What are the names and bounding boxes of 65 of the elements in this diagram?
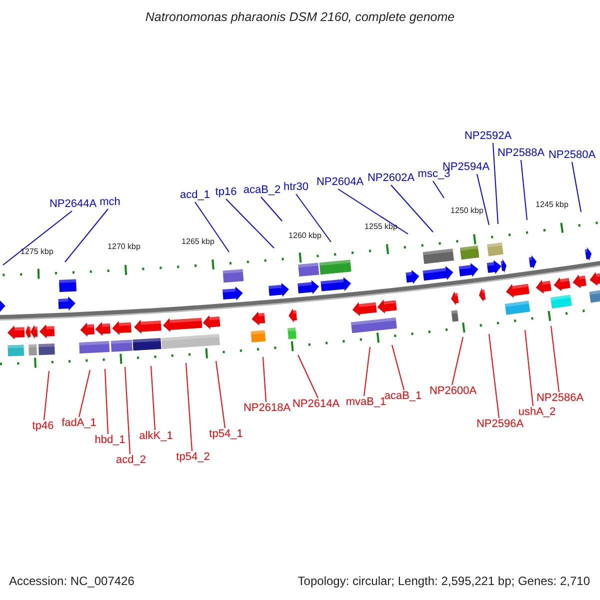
gene-label: tp54_2 — [176, 451, 210, 464]
leader-line — [572, 162, 582, 212]
gene-label: tp46 — [32, 420, 54, 433]
scale-label: 1255 kbp — [364, 222, 398, 231]
gene-label: NP2600A — [429, 385, 477, 398]
gene-label: hbd_1 — [94, 434, 126, 447]
scale-label: 1265 kbp — [182, 237, 214, 246]
gene-label: mvaB_1 — [346, 396, 386, 409]
gene-label: NP2580A — [548, 149, 596, 162]
leader-line — [432, 180, 444, 198]
leader-line — [194, 202, 230, 252]
gene-label: tp16 — [215, 186, 237, 199]
scale-label: 1270 kbp — [108, 242, 140, 251]
leader-line — [78, 370, 90, 418]
leader-line — [64, 208, 108, 262]
genome-info-text: Topology: circular; Length: 2,595,221 bp; Genes: 2,710 — [298, 574, 590, 588]
leader-line — [488, 334, 500, 418]
leader-line — [390, 184, 434, 232]
gene-label: NP2604A — [316, 176, 364, 189]
gene-label: mch — [100, 196, 120, 209]
scale-label: 1275 kbp — [20, 247, 54, 256]
gene-label: tp54_1 — [209, 428, 243, 441]
gene-label: msc_3 — [418, 168, 450, 181]
gene-label: NP2618A — [243, 402, 291, 415]
gene-label: NP2644A — [49, 198, 97, 211]
leader-line — [2, 210, 72, 266]
gene-label: NP2602A — [367, 172, 415, 185]
leader-line — [44, 370, 50, 420]
scale-label: 1245 kbp — [536, 200, 568, 209]
leader-line — [298, 354, 318, 398]
gene-label: acd_1 — [180, 189, 210, 202]
leader-line — [520, 160, 528, 220]
leader-line — [124, 366, 130, 454]
gene-label: NP2614A — [292, 398, 340, 411]
leader-line — [262, 356, 266, 402]
leader-line — [392, 344, 404, 390]
leader-line — [186, 362, 192, 452]
gene-label: acaB_2 — [243, 184, 281, 197]
leader-line — [260, 196, 282, 222]
leader-line — [150, 366, 156, 430]
leader-line — [296, 194, 332, 242]
scale-label: 1260 kbp — [288, 231, 322, 240]
gene-label: NP2592A — [464, 130, 512, 143]
leader-line — [338, 188, 408, 234]
leader-line — [524, 330, 534, 406]
gene-label: ushA_2 — [518, 406, 556, 419]
gene-label: acd_2 — [116, 454, 146, 467]
leader-line — [452, 336, 464, 386]
gene-label: fadA_1 — [62, 417, 96, 430]
leader-line — [492, 142, 498, 224]
leader-line — [364, 346, 370, 396]
gene-label: NP2588A — [497, 147, 545, 160]
gene-label: NP2586A — [536, 392, 584, 405]
scale-label: 1250 kbp — [450, 206, 484, 215]
gene-label: acaB_1 — [384, 390, 422, 403]
leader-line — [216, 360, 226, 428]
leader-line — [476, 174, 490, 226]
leader-line — [226, 198, 274, 248]
leader-line — [550, 326, 560, 392]
gene-label: htr30 — [283, 181, 309, 194]
title: Natronomonas pharaonis DSM 2160, complete genome — [144, 10, 456, 24]
gene-label: NP2596A — [476, 418, 524, 431]
gene-label: alkK_1 — [139, 430, 173, 443]
accession-text: Accession: NC_007426 — [9, 574, 134, 588]
leader-line — [104, 368, 108, 434]
